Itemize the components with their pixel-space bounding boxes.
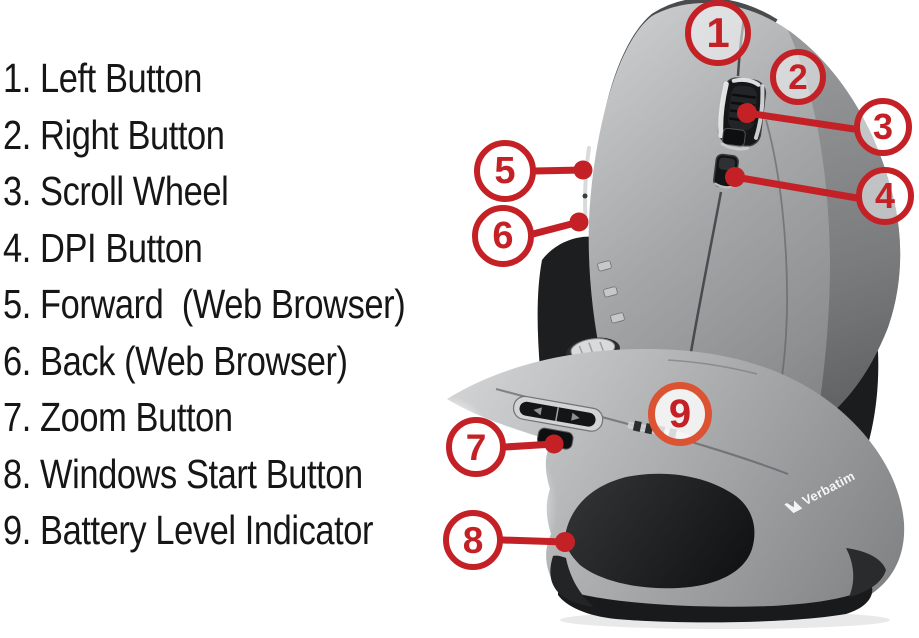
callout-9: 9: [648, 382, 712, 446]
legend-item-9: 9. Battery Level Indicator: [3, 507, 374, 553]
callout-number: 8: [462, 519, 484, 561]
callout-dot-4: [725, 167, 745, 187]
legend-item-3: 3. Scroll Wheel: [3, 168, 229, 214]
callout-number: 3: [872, 106, 894, 147]
callout-number: 7: [465, 426, 487, 468]
callout-number: 1: [706, 9, 730, 56]
legend-item-1: 1. Left Button: [3, 55, 203, 101]
legend-item-6: 6. Back (Web Browser): [3, 337, 348, 384]
legend-item-4: 4. DPI Button: [3, 224, 203, 271]
legend-item-7: 7. Zoom Button: [3, 394, 233, 440]
callout-number: 2: [788, 57, 808, 97]
callout-number: 4: [874, 175, 896, 216]
callout-5: 5: [474, 140, 536, 202]
callout-line-4: [731, 173, 861, 202]
callout-number: 6: [492, 215, 514, 257]
callout-dot-5: [573, 160, 593, 180]
feature-legend: 1. Left Button 2. Right Button 3. Scroll…: [3, 50, 482, 559]
callout-line-3: [743, 109, 858, 133]
callout-dot-7: [544, 434, 564, 454]
upper-mouse-side-panel: [788, 30, 901, 426]
legend-item-2: 2. Right Button: [3, 111, 225, 158]
callout-2: 2: [770, 49, 826, 105]
lower-mouse-rear-trim: [846, 548, 886, 597]
lower-mouse-base: [558, 584, 873, 623]
callout-dot-6: [569, 212, 589, 232]
lower-mouse-top-seam: [667, 359, 758, 375]
legend-item-8: 8. Windows Start Button: [3, 450, 363, 497]
callout-connectors: [499, 103, 861, 552]
lower-mouse-front-foot: [550, 555, 594, 607]
callout-8: 8: [443, 510, 503, 570]
lower-mouse-thumb-rest: [565, 473, 755, 589]
callout-1: 1: [685, 0, 751, 66]
callout-7: 7: [446, 417, 506, 477]
legend-item-5: 5. Forward (Web Browser): [3, 281, 406, 327]
callout-3: 3: [854, 98, 912, 156]
callout-4: 4: [856, 167, 914, 225]
callout-number: 9: [668, 392, 692, 436]
callout-number: 5: [494, 150, 516, 192]
callout-line-8: [499, 536, 569, 546]
callout-dot-3: [737, 103, 757, 123]
callout-dot-8: [555, 532, 575, 552]
callout-6: 6: [472, 205, 534, 267]
